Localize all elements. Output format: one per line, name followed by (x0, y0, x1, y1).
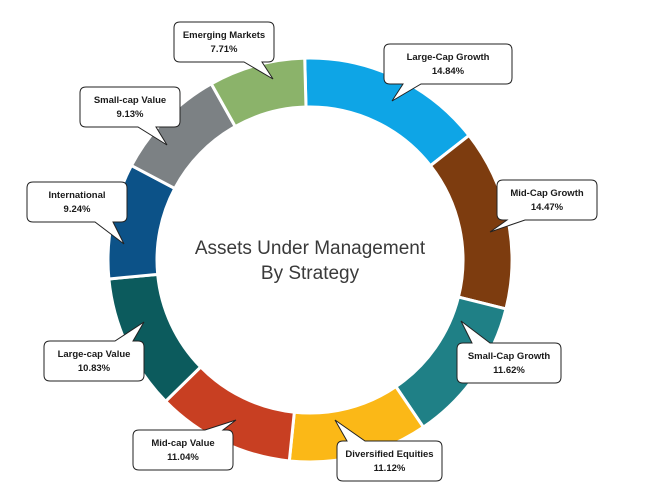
callout-mid-cap-value: Mid-cap Value 11.04% (132, 419, 237, 471)
callout-small-cap-growth: Small-Cap Growth 11.62% (456, 320, 562, 384)
slice-label: Emerging Markets (183, 30, 265, 41)
slice-label: Diversified Equities (345, 449, 433, 460)
callout-box (132, 419, 237, 471)
slice-value-label: 11.04% (167, 452, 199, 463)
callout-box (43, 321, 145, 382)
callout-small-cap-value: Small-cap Value 9.13% (79, 86, 181, 146)
slice-value-label: 9.13% (117, 109, 144, 120)
slice-value-label: 14.84% (432, 66, 465, 77)
slice-value-label: 9.24% (64, 204, 91, 215)
slice-label: International (48, 190, 105, 201)
slice-value-label: 7.71% (211, 44, 238, 55)
callout-box (79, 86, 181, 146)
slice-label: Small-Cap Growth (468, 351, 551, 362)
slice-emerging-markets (209, 56, 308, 129)
slice-value-label: 11.12% (374, 463, 406, 474)
chart-subtitle: By Strategy (261, 263, 360, 284)
callout-box (173, 21, 275, 80)
callout-diversified-equities: Diversified Equities 11.12% (334, 419, 443, 482)
slice-mid-cap-growth (428, 133, 514, 311)
slice-label: Small-cap Value (94, 95, 166, 106)
slice-value-label: 11.62% (493, 365, 525, 376)
slice-value-label: 10.83% (78, 363, 111, 374)
callout-box (383, 43, 513, 102)
slice-label: Mid-Cap Growth (510, 188, 584, 199)
callout-large-cap-value: Large-cap Value 10.83% (43, 321, 145, 382)
slice-label: Large-cap Value (58, 349, 131, 360)
slice-label: Large-Cap Growth (407, 52, 490, 63)
callout-box (334, 419, 443, 482)
slice-value-label: 14.47% (531, 202, 564, 213)
callout-mid-cap-growth: Mid-Cap Growth 14.47% (489, 179, 598, 233)
slice-label: Mid-cap Value (151, 438, 214, 449)
callout-box (456, 320, 562, 384)
callout-box (489, 179, 598, 233)
callout-large-cap-growth: Large-Cap Growth 14.84% (383, 43, 513, 102)
callout-box (26, 181, 128, 245)
chart-title: Assets Under Management (195, 238, 426, 259)
callout-emerging-markets: Emerging Markets 7.71% (173, 21, 275, 80)
callout-international: International 9.24% (26, 181, 128, 245)
slice-callouts: Large-Cap Growth 14.84% Mid-Cap Growth 14.4… (26, 21, 598, 482)
donut-slices (106, 56, 514, 464)
